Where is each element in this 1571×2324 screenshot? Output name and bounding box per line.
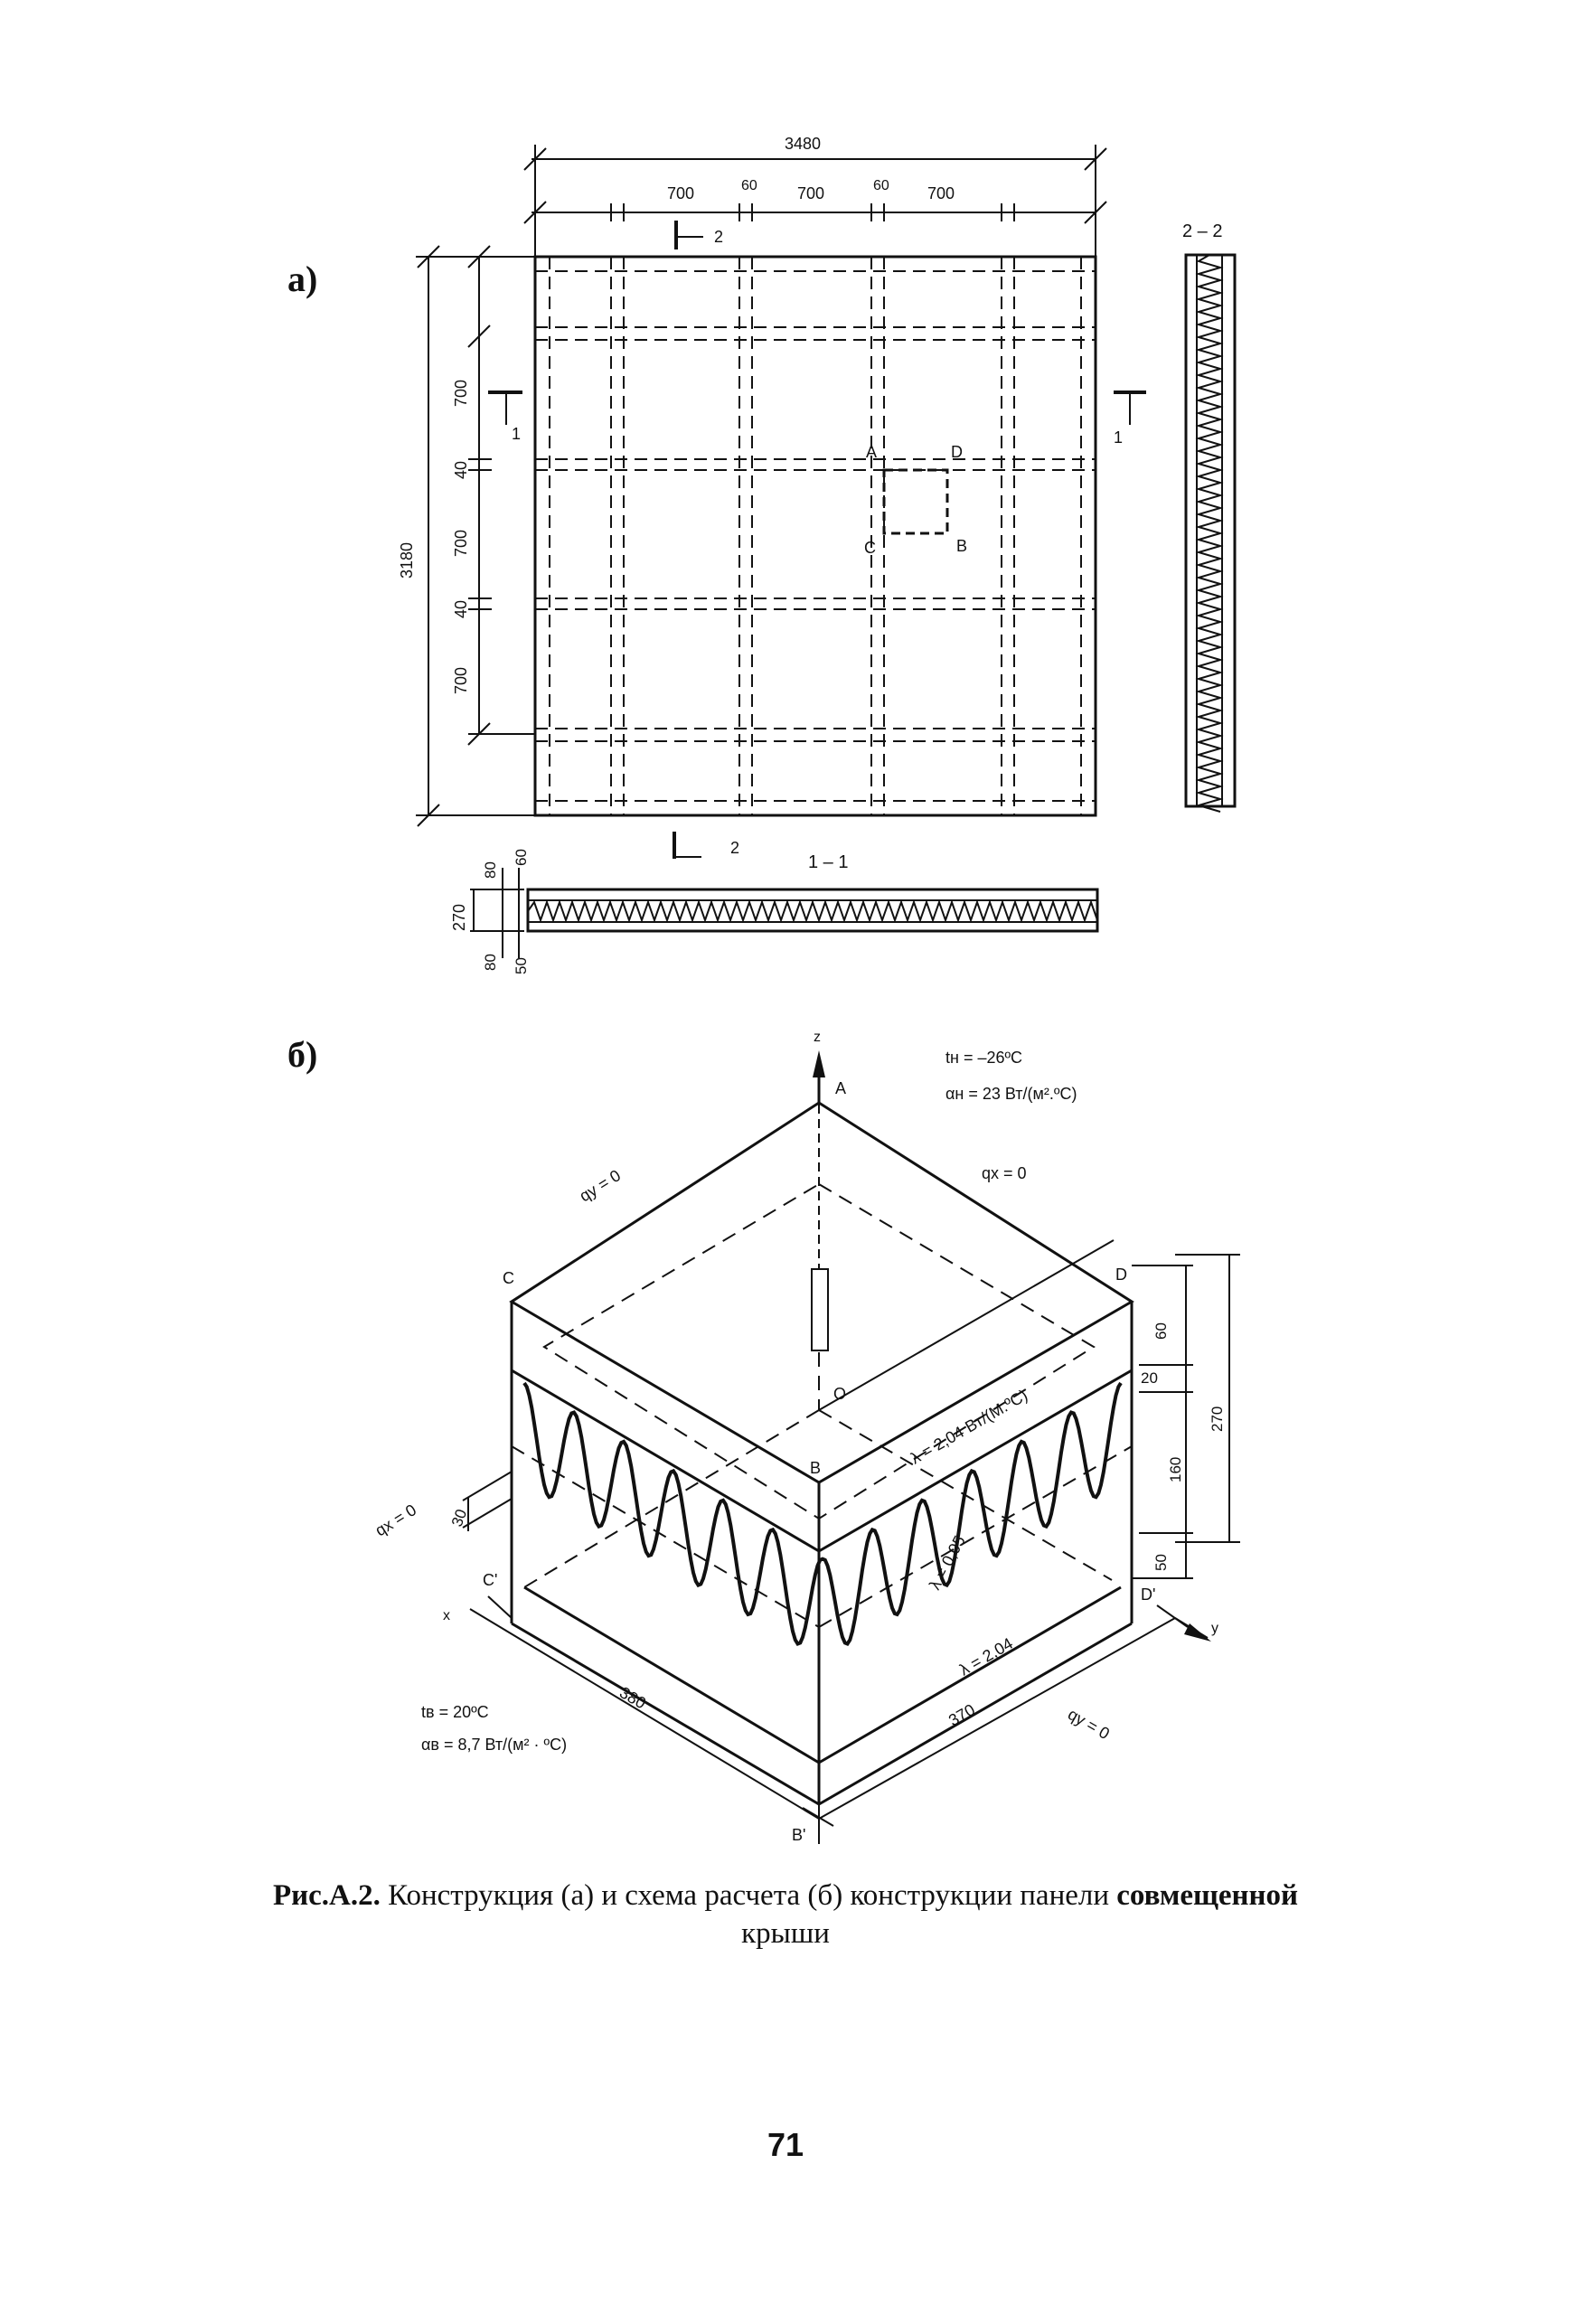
axis-z-label: z	[814, 1030, 821, 1045]
dim-left-seg-2: 40	[452, 461, 470, 479]
dim-left-seg-3: 700	[452, 530, 470, 557]
dim-right-4: 50	[1152, 1554, 1170, 1571]
point-B-plan: B	[956, 537, 967, 555]
q-x-top: qx = 0	[982, 1164, 1027, 1182]
caption-text: Конструкция (а) и схема расчета (б) конс…	[380, 1879, 1117, 1912]
dim-bottom-370: 370	[945, 1700, 978, 1729]
point-C-plan: C	[864, 539, 876, 557]
calc-fragment-box	[882, 468, 949, 535]
figure-caption-line2: крыши	[741, 1917, 830, 1950]
t-inner: tв = 20ºC	[421, 1703, 489, 1721]
point-D-prime: D'	[1141, 1585, 1155, 1604]
q-x-left: qx = 0	[372, 1501, 420, 1539]
page-number: 71	[767, 2126, 804, 2163]
alpha-outer: αн = 23 Вт/(м².ºС)	[945, 1085, 1077, 1103]
section-dim-bottom-1: 80	[482, 954, 499, 971]
point-A-plan: A	[866, 443, 877, 461]
lambda-top: λ = 2,04 Вт/(М.ºС)	[908, 1386, 1030, 1467]
figure-caption: Рис.А.2. Конструкция (а) и схема расчета…	[0, 1877, 1571, 1915]
left-dimension-lines	[416, 245, 535, 827]
dim-top-seg-4: 60	[873, 178, 889, 193]
point-B: B	[810, 1459, 821, 1477]
dim-top-seg-3: 700	[797, 184, 824, 202]
point-B-prime: B'	[792, 1826, 805, 1844]
caption-text-bold: совмещенной	[1116, 1879, 1299, 1912]
axis-x-label: x	[443, 1608, 450, 1623]
point-C: C	[503, 1269, 514, 1287]
cut-1-left-label: 1	[512, 425, 521, 443]
axis-z-arrow	[813, 1050, 825, 1077]
section-dim-total: 270	[450, 904, 468, 931]
dim-left-seg-4: 40	[452, 600, 470, 618]
axis-y-label: y	[1211, 1621, 1218, 1636]
section-dim-bottom-2: 50	[513, 957, 530, 974]
axis-y-arrow	[1184, 1623, 1211, 1642]
panel-plan-outline	[533, 255, 1097, 817]
left-dimension-lines-b	[462, 1471, 513, 1531]
section-1-1-title: 1 – 1	[808, 852, 848, 872]
dim-right-2: 20	[1141, 1369, 1158, 1387]
cut-2-top-label: 2	[714, 228, 723, 246]
point-D: D	[1115, 1265, 1127, 1284]
right-dimension-lines	[1132, 1254, 1240, 1579]
q-y-right: qy = 0	[1065, 1705, 1113, 1743]
point-C-prime: C'	[483, 1571, 497, 1589]
center-line	[818, 1239, 1115, 1411]
section-dim-top-2: 60	[513, 849, 530, 866]
lambda-bottom: λ = 2,04	[956, 1634, 1016, 1679]
caption-figure-number: Рис.А.2.	[272, 1879, 381, 1912]
dim-left-seg-1: 700	[452, 380, 470, 407]
top-dimension-lines	[523, 145, 1107, 258]
dim-top-seg-5: 700	[927, 184, 955, 202]
dim-total-width: 3480	[785, 135, 821, 153]
figure-a-plan: а) 3480 700 60 700 60 700	[287, 135, 1237, 974]
dim-left-seg-5: 700	[452, 667, 470, 694]
dim-right-3: 160	[1167, 1457, 1184, 1482]
dim-right-1: 60	[1152, 1322, 1170, 1340]
dim-top-seg-2: 60	[741, 178, 757, 193]
q-y-top: qy = 0	[577, 1166, 625, 1205]
dim-right-total: 270	[1209, 1407, 1226, 1432]
cut-1-right-label: 1	[1114, 428, 1123, 447]
point-D-plan: D	[951, 443, 963, 461]
cut-markers	[488, 221, 1146, 859]
section-2-2	[1184, 253, 1237, 813]
panel-label-b: б)	[287, 1034, 317, 1075]
rib-dashed-lines	[535, 257, 1096, 815]
cut-2-bottom-label: 2	[730, 839, 739, 857]
inner-stub	[811, 1268, 829, 1351]
lower-body	[510, 1370, 1134, 1806]
dim-total-height: 3180	[398, 542, 416, 579]
point-O: O	[833, 1385, 846, 1403]
corrugated-core	[522, 1381, 1123, 1646]
dim-top-seg-1: 700	[667, 184, 694, 202]
section-dim-top-1: 80	[482, 861, 499, 879]
panel-label-a: а)	[287, 259, 317, 299]
figure-b-calc-scheme: б) z	[287, 1030, 1240, 1844]
alpha-inner: αв = 8,7 Вт/(м² · ºС)	[421, 1736, 567, 1754]
t-outer: tн = –26ºC	[945, 1049, 1022, 1067]
section-1-1	[470, 868, 1099, 958]
section-2-2-title: 2 – 2	[1182, 221, 1222, 241]
point-A: A	[835, 1079, 846, 1097]
top-slab	[509, 1101, 1134, 1553]
